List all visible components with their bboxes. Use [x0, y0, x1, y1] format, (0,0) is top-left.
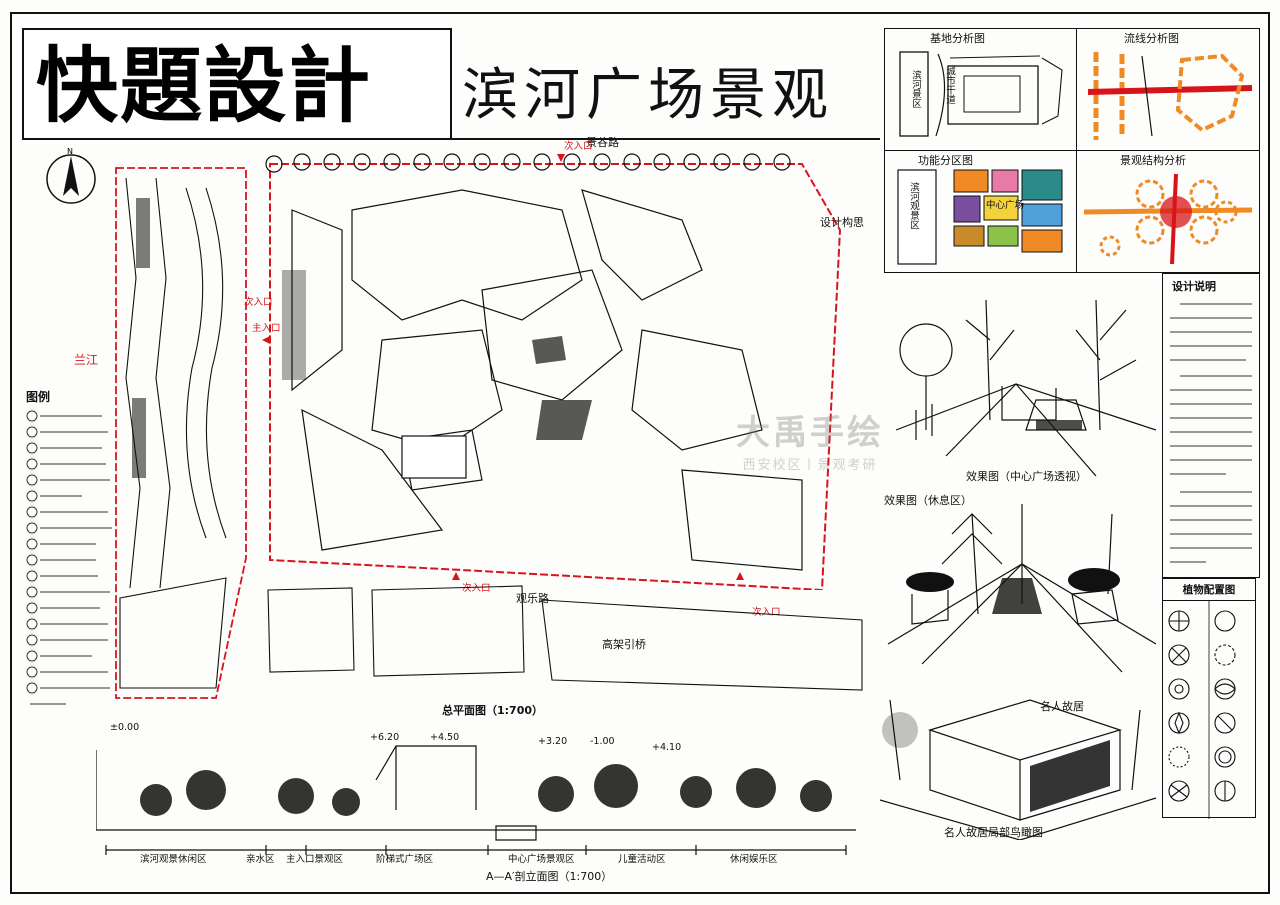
elevation-1: +6.20 — [370, 732, 400, 743]
elevated-bridge-area — [267, 585, 863, 691]
elevation-4: -1.00 — [590, 736, 615, 747]
section-zone-2: 亲水区 — [246, 854, 275, 865]
perspective-3-caption: 名人故居 — [1040, 700, 1084, 713]
structure-analysis-title: 景观结构分析 — [1120, 154, 1186, 167]
road-label-top: 景谷路 — [586, 136, 619, 149]
elevation-0: ±0.00 — [110, 722, 140, 733]
structure-diagram — [1083, 173, 1253, 265]
watermark-brand: 大禹手绘 — [736, 413, 884, 453]
secondary-entrance-left: 次入口 — [244, 297, 273, 308]
plant-palette: 植物配置图 — [1162, 578, 1256, 819]
project-title: 滨河广场景观 — [462, 63, 834, 128]
svg-text:N: N — [67, 148, 73, 156]
section-caption: A—A′剖立面图（1:700） — [486, 870, 613, 883]
main-title-block: 快題設計 — [22, 28, 452, 140]
analysis-divider-h — [884, 150, 1260, 151]
perspective-2-caption: 效果图（休息区） — [884, 494, 972, 507]
river-label: 兰江 — [74, 353, 99, 367]
elevated-bridge-label: 高架引桥 — [602, 638, 646, 651]
section-zone-5: 中心广场景观区 — [508, 854, 575, 865]
description-panel — [1162, 273, 1260, 578]
site-label-river: 滨河景区 — [910, 70, 921, 108]
site-analysis-title: 基地分析图 — [930, 32, 985, 45]
flow-analysis-diagram — [1087, 52, 1253, 140]
legend-entries — [26, 410, 112, 705]
section-zone-4: 阶梯式广场区 — [376, 854, 434, 865]
plant-palette-title: 植物配置图 — [1163, 579, 1255, 601]
section-zone-7: 休闲娱乐区 — [730, 854, 778, 865]
subtitle-block: 滨河广场景观 — [452, 28, 880, 140]
legend-title: 图例 — [26, 390, 51, 404]
elevation-5: +4.10 — [652, 742, 682, 753]
section-elevation — [96, 745, 856, 855]
secondary-entrance-right: 次入口 — [752, 607, 781, 618]
elevation-2: +4.50 — [430, 732, 460, 743]
function-zone-diagram — [897, 169, 1063, 265]
north-arrow-icon: N — [46, 148, 96, 204]
plant-symbols — [1168, 601, 1236, 819]
elevation-3: +3.20 — [538, 736, 568, 747]
perspective-4-caption: 名人故居局部鸟瞰图 — [944, 826, 1043, 839]
perspective-residence — [879, 699, 1157, 840]
section-zone-6: 儿童活动区 — [618, 854, 666, 865]
section-zone-3: 主入口景观区 — [286, 854, 344, 865]
watermark-campus: 西安校区丨景观考研 — [742, 458, 878, 473]
description-title: 设计说明 — [1172, 280, 1216, 293]
site-analysis-diagram — [899, 51, 1063, 137]
riverside-strip-plan — [115, 167, 247, 699]
section-zone-1: 滨河观景休闲区 — [140, 854, 207, 865]
perspective-1-caption: 效果图（中心广场透视） — [966, 470, 1087, 483]
legend: 图例 — [26, 388, 116, 742]
perspective-central-plaza — [895, 299, 1157, 477]
secondary-entrance-bottom: 次入口 — [462, 583, 491, 594]
perspective-rest-area — [887, 504, 1157, 673]
site-plan-caption: 总平面图（1:700） — [442, 704, 544, 717]
road-label-bottom: 观乐路 — [516, 592, 549, 605]
main-title: 快題設計 — [36, 38, 373, 134]
function-label-river: 滨河观景区 — [908, 182, 919, 230]
watermark: 大禹手绘 西安校区丨景观考研 — [720, 405, 900, 473]
master-site-plan — [262, 153, 842, 590]
secondary-entrance-top: 次入口 — [564, 141, 593, 152]
function-label-center: 中心广场 — [986, 200, 1025, 211]
site-label-road: 城市干道 — [944, 66, 955, 104]
design-concept-title: 设计构思 — [820, 216, 864, 229]
function-analysis-title: 功能分区图 — [918, 154, 973, 167]
flow-analysis-title: 流线分析图 — [1124, 32, 1179, 45]
main-entrance-label: 主入口 — [252, 323, 281, 334]
description-handwriting — [1170, 303, 1252, 563]
